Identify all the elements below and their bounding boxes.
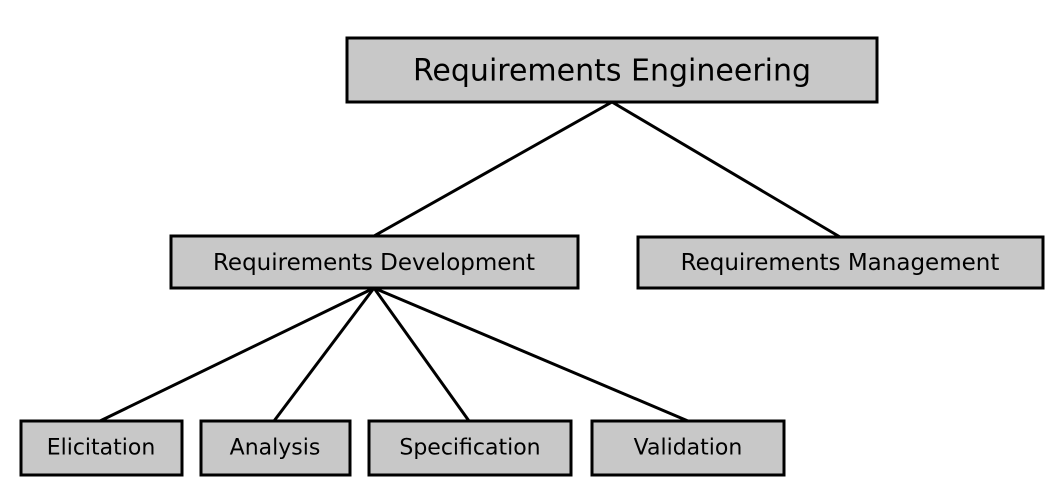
edge-development-analysis (272, 287, 376, 422)
edge-engineering-management (611, 100, 841, 239)
connectors (99, 100, 841, 423)
node-box (169, 234, 580, 290)
edge-development-elicitation (99, 286, 375, 423)
node-box (636, 235, 1045, 290)
node-label: Analysis (230, 436, 321, 461)
node-analysis: Analysis (199, 419, 352, 477)
node-box (367, 419, 573, 477)
node-label: Requirements Engineering (413, 54, 811, 89)
node-box (345, 36, 879, 104)
node-label: Requirements Management (681, 250, 1000, 276)
node-label: Validation (634, 436, 743, 461)
edge-development-specification (372, 287, 471, 422)
node-requirements-engineering: Requirements Engineering (345, 36, 879, 104)
node-specification: Specification (367, 419, 573, 477)
node-box (199, 419, 352, 477)
node-label: Specification (399, 436, 540, 461)
node-box (19, 419, 184, 477)
node-label: Elicitation (47, 436, 156, 461)
node-box (590, 419, 786, 477)
edge-engineering-development (373, 100, 613, 238)
node-requirements-development: Requirements Development (169, 234, 580, 290)
edge-development-validation (373, 286, 689, 423)
node-elicitation: Elicitation (19, 419, 184, 477)
node-validation: Validation (590, 419, 786, 477)
node-requirements-management: Requirements Management (636, 235, 1045, 290)
node-label: Requirements Development (213, 250, 535, 276)
